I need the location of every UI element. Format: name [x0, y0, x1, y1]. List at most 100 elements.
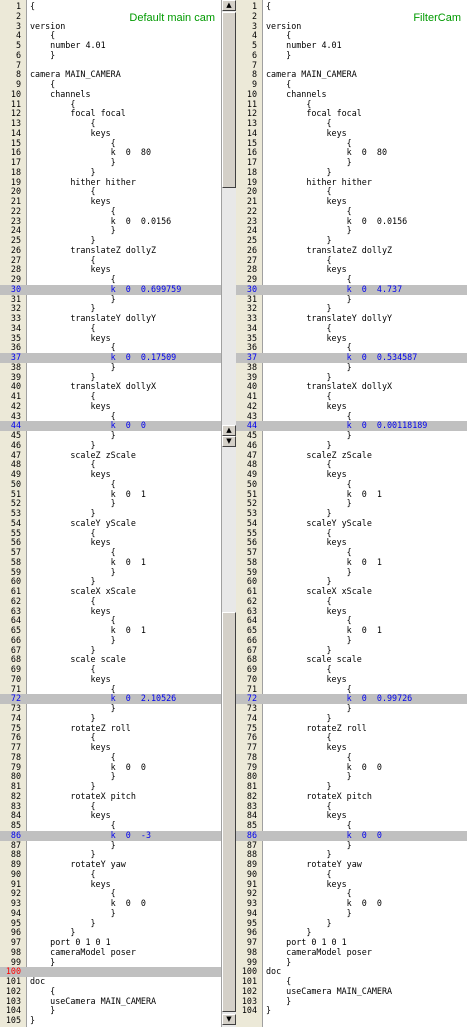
code-line[interactable]: 58 k 0 1 [236, 557, 467, 568]
code-line[interactable]: 77 keys [236, 742, 467, 753]
code-line[interactable]: 23 k 0 0.0156 [0, 216, 221, 227]
code-line[interactable]: 102 { [0, 986, 221, 997]
code-line[interactable]: 37 k 0 0.534587 [236, 352, 467, 363]
code-line[interactable]: 55 { [236, 528, 467, 539]
code-line[interactable]: 53 } [236, 508, 467, 519]
code-line[interactable]: 97 port 0 1 0 1 [0, 937, 221, 948]
code-line[interactable]: 103 } [236, 996, 467, 1007]
code-line[interactable]: 90 { [0, 869, 221, 880]
code-line[interactable]: 7 [236, 60, 467, 71]
code-line[interactable]: 4 { [236, 30, 467, 41]
code-line[interactable]: 37 k 0 0.17509 [0, 352, 221, 363]
code-line[interactable]: 60 } [0, 576, 221, 587]
code-line[interactable]: 58 k 0 1 [0, 557, 221, 568]
code-line[interactable]: 5 number 4.01 [0, 40, 221, 51]
code-line[interactable]: 55 { [0, 528, 221, 539]
code-line[interactable]: 90 { [236, 869, 467, 880]
code-line[interactable]: 79 k 0 0 [0, 762, 221, 773]
code-line[interactable]: 86 k 0 0 [236, 830, 467, 841]
code-line[interactable]: 95 } [0, 918, 221, 929]
code-line[interactable]: 34 { [0, 323, 221, 334]
code-line[interactable]: 56 keys [0, 537, 221, 548]
code-line[interactable]: 84 keys [236, 810, 467, 821]
code-line[interactable]: 51 k 0 1 [0, 489, 221, 500]
scrollbar-thumb-lower[interactable] [222, 612, 236, 1012]
code-line[interactable]: 14 keys [236, 128, 467, 139]
code-line[interactable]: 17 } [236, 157, 467, 168]
code-line[interactable]: 50 { [0, 479, 221, 490]
code-line[interactable]: 39 } [236, 372, 467, 383]
code-line[interactable]: 102 useCamera MAIN_CAMERA [236, 986, 467, 997]
code-line[interactable]: 57 { [0, 547, 221, 558]
code-line[interactable]: 81 } [236, 781, 467, 792]
code-line[interactable]: 43 { [236, 411, 467, 422]
code-line[interactable]: 36 { [236, 342, 467, 353]
code-line[interactable]: 38 } [236, 362, 467, 373]
code-line[interactable]: 82 rotateX pitch [236, 791, 467, 802]
code-line[interactable]: 74 } [236, 713, 467, 724]
code-line[interactable]: 96 } [0, 927, 221, 938]
code-line[interactable]: 1{ [0, 1, 221, 12]
code-line[interactable]: 32 } [0, 303, 221, 314]
code-line[interactable]: 30 k 0 4.737 [236, 284, 467, 295]
code-line[interactable]: 61 scaleX xScale [0, 586, 221, 597]
code-line[interactable]: 22 { [236, 206, 467, 217]
code-line[interactable]: 94 } [0, 908, 221, 919]
code-line[interactable]: 104} [236, 1005, 467, 1016]
code-line[interactable]: 93 k 0 0 [236, 898, 467, 909]
code-line[interactable]: 91 keys [0, 879, 221, 890]
code-line[interactable]: 85 { [0, 820, 221, 831]
code-line[interactable]: 98 cameraModel poser [0, 947, 221, 958]
code-line[interactable]: 73 } [236, 703, 467, 714]
code-line[interactable]: 34 { [236, 323, 467, 334]
code-line[interactable]: 75 rotateZ roll [0, 723, 221, 734]
code-line[interactable]: 45 } [0, 430, 221, 441]
code-line[interactable]: 71 { [0, 684, 221, 695]
code-line[interactable]: 15 { [0, 138, 221, 149]
code-line[interactable]: 64 { [236, 615, 467, 626]
code-line[interactable]: 89 rotateY yaw [236, 859, 467, 870]
code-line[interactable]: 27 { [0, 255, 221, 266]
code-line[interactable]: 25 } [0, 235, 221, 246]
code-line[interactable]: 41 { [236, 391, 467, 402]
code-line[interactable]: 44 k 0 0.00118189 [236, 420, 467, 431]
code-line[interactable]: 98 cameraModel poser [236, 947, 467, 958]
code-line[interactable]: 77 keys [0, 742, 221, 753]
code-line[interactable]: 46 } [236, 440, 467, 451]
code-line[interactable]: 75 rotateZ roll [236, 723, 467, 734]
code-line[interactable]: 91 keys [236, 879, 467, 890]
code-line[interactable]: 11 { [0, 99, 221, 110]
code-line[interactable]: 41 { [0, 391, 221, 402]
code-line[interactable]: 70 keys [0, 674, 221, 685]
code-line[interactable]: 28 keys [236, 264, 467, 275]
code-line[interactable]: 97 port 0 1 0 1 [236, 937, 467, 948]
code-line[interactable]: 65 k 0 1 [236, 625, 467, 636]
arrow-up-icon[interactable]: ▲ [222, 425, 236, 436]
code-line[interactable]: 16 k 0 80 [236, 147, 467, 158]
code-line[interactable]: 74 } [0, 713, 221, 724]
code-line[interactable]: 33 translateY dollyY [236, 313, 467, 324]
code-line[interactable]: 38 } [0, 362, 221, 373]
code-line[interactable]: 60 } [236, 576, 467, 587]
code-line[interactable]: 83 { [0, 801, 221, 812]
code-line[interactable]: 66 } [236, 635, 467, 646]
code-line[interactable]: 54 scaleY yScale [0, 518, 221, 529]
code-line[interactable]: 2 [236, 11, 467, 22]
code-line[interactable]: 78 { [236, 752, 467, 763]
code-line[interactable]: 4 { [0, 30, 221, 41]
code-line[interactable]: 10 channels [236, 89, 467, 100]
code-line[interactable]: 79 k 0 0 [236, 762, 467, 773]
code-line[interactable]: 12 focal focal [236, 108, 467, 119]
code-line[interactable]: 54 scaleY yScale [236, 518, 467, 529]
code-line[interactable]: 47 scaleZ zScale [236, 450, 467, 461]
code-line[interactable]: 78 { [0, 752, 221, 763]
code-line[interactable]: 103 useCamera MAIN_CAMERA [0, 996, 221, 1007]
code-line[interactable]: 85 { [236, 820, 467, 831]
code-line[interactable]: 92 { [0, 888, 221, 899]
code-line[interactable]: 18 } [0, 167, 221, 178]
